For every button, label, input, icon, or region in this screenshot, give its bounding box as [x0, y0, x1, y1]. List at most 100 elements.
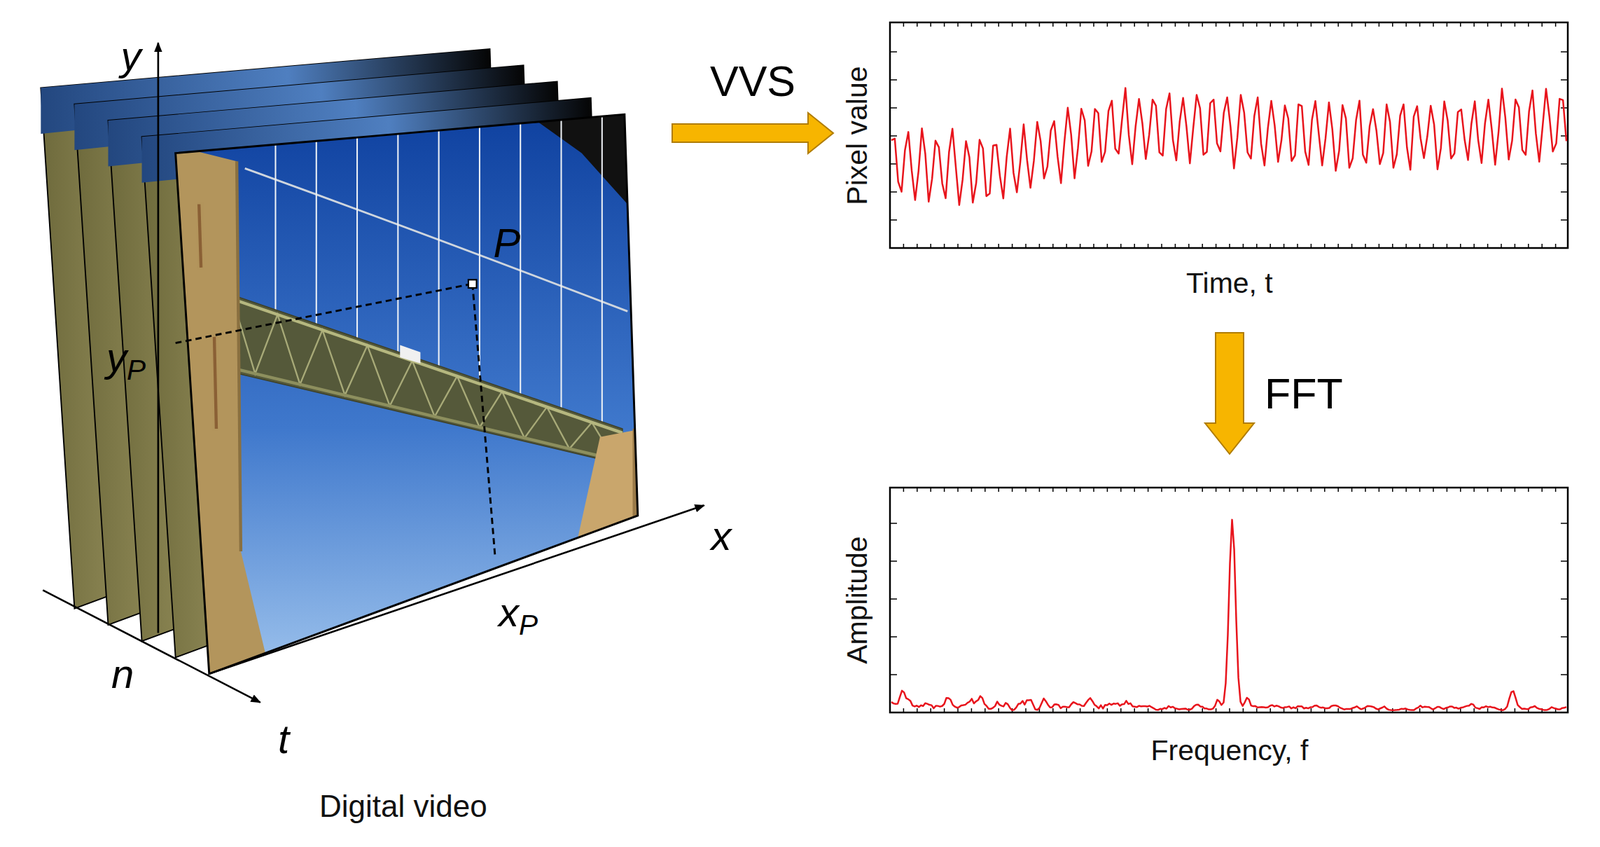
tick-mark: [1310, 243, 1313, 248]
tick-mark: [889, 79, 897, 81]
tick-mark: [1160, 243, 1163, 248]
tick-mark: [1079, 487, 1082, 492]
tick-mark: [1459, 22, 1462, 27]
tick-mark: [1283, 243, 1285, 248]
fence-post: [304, 642, 313, 662]
hanger-cable: [356, 132, 358, 342]
fence-post: [642, 520, 644, 537]
tick-mark: [1378, 243, 1381, 248]
tick-mark: [957, 487, 959, 492]
front-frame: [175, 114, 638, 674]
tick-mark: [1514, 243, 1516, 248]
tick-mark: [889, 107, 897, 109]
tick-mark: [1228, 243, 1231, 248]
tick-mark: [1269, 243, 1271, 248]
tick-mark: [943, 487, 946, 492]
fence-post: [242, 665, 254, 684]
tick-mark: [1228, 22, 1231, 27]
tick-mark: [1310, 707, 1313, 713]
caption-text: Digital video: [319, 788, 488, 825]
tick-mark: [1160, 22, 1163, 27]
fence-post: [324, 635, 334, 654]
spectrum-curve: [891, 519, 1567, 711]
tick-mark: [1392, 487, 1394, 492]
tick-mark: [1269, 22, 1271, 27]
tick-mark: [916, 22, 918, 27]
tick-mark: [1337, 22, 1339, 27]
fence-post: [632, 524, 634, 540]
spectrum-plot: [889, 487, 1568, 713]
fence-post: [437, 595, 444, 612]
plot-ticks: [889, 22, 1568, 248]
tick-mark: [1107, 243, 1109, 248]
tick-mark: [1215, 243, 1217, 248]
tick-mark: [1560, 635, 1568, 638]
tick-mark: [1107, 707, 1109, 713]
tick-mark: [1242, 707, 1245, 713]
tick-mark: [916, 487, 918, 492]
tick-mark: [1052, 243, 1054, 248]
tick-mark: [1242, 243, 1245, 248]
tick-mark: [1446, 707, 1449, 713]
fence-post: [366, 621, 374, 639]
axis-symbol: x: [711, 512, 732, 560]
tick-mark: [1405, 22, 1407, 27]
tick-mark: [929, 243, 932, 248]
deck-truss: [232, 298, 615, 460]
tick-mark: [889, 522, 897, 524]
tick-mark: [1560, 673, 1568, 676]
tick-mark: [889, 191, 897, 193]
tick-mark: [943, 707, 946, 713]
tick-mark: [1560, 79, 1568, 81]
tick-mark: [1419, 22, 1421, 27]
axis-symbol: t: [277, 715, 290, 763]
tick-mark: [1541, 22, 1543, 27]
fence-post: [263, 658, 274, 677]
tick-mark: [1283, 487, 1285, 492]
rust-streak: [189, 439, 190, 511]
tick-mark: [1560, 219, 1568, 221]
tick-mark: [1025, 243, 1027, 248]
symbol-base: y: [106, 334, 127, 380]
symbol-subscript: P: [126, 353, 146, 386]
tick-mark: [1500, 487, 1502, 492]
tick-mark: [1107, 487, 1109, 492]
tick-mark: [1324, 487, 1326, 492]
tick-mark: [1107, 22, 1109, 27]
tick-mark: [971, 487, 973, 492]
tick-mark: [1093, 707, 1095, 713]
tick-mark: [1215, 22, 1217, 27]
hanger-cable: [397, 128, 399, 356]
tick-mark: [984, 22, 986, 27]
tick-mark: [1256, 22, 1258, 27]
tick-mark: [1174, 487, 1177, 492]
tick-mark: [1405, 487, 1407, 492]
tick-mark: [1201, 707, 1203, 713]
tick-mark: [1283, 707, 1285, 713]
tick-mark: [1011, 243, 1014, 248]
tick-mark: [1514, 707, 1516, 713]
fence-post: [622, 528, 624, 545]
axis-symbol: xP: [498, 588, 538, 636]
left-tower: [163, 142, 268, 686]
tick-mark: [1025, 707, 1027, 713]
tick-mark: [1473, 22, 1475, 27]
tick-mark: [1201, 487, 1203, 492]
tick-mark: [1351, 22, 1353, 27]
tick-mark: [889, 51, 897, 53]
tick-mark: [1147, 22, 1150, 27]
tick-mark: [1560, 51, 1568, 53]
tick-mark: [1215, 707, 1217, 713]
tick-mark: [1025, 22, 1027, 27]
tick-mark: [1188, 487, 1190, 492]
tick-mark: [957, 243, 959, 248]
tick-mark: [903, 707, 905, 713]
fence-posts: [242, 517, 654, 685]
pixel-point: [468, 279, 477, 288]
bottom-chord: [229, 367, 623, 462]
fence-post: [611, 532, 613, 548]
tick-mark: [889, 673, 897, 676]
leader-dashed: [472, 283, 496, 554]
tick-mark: [997, 707, 1000, 713]
tick-mark: [1133, 487, 1136, 492]
